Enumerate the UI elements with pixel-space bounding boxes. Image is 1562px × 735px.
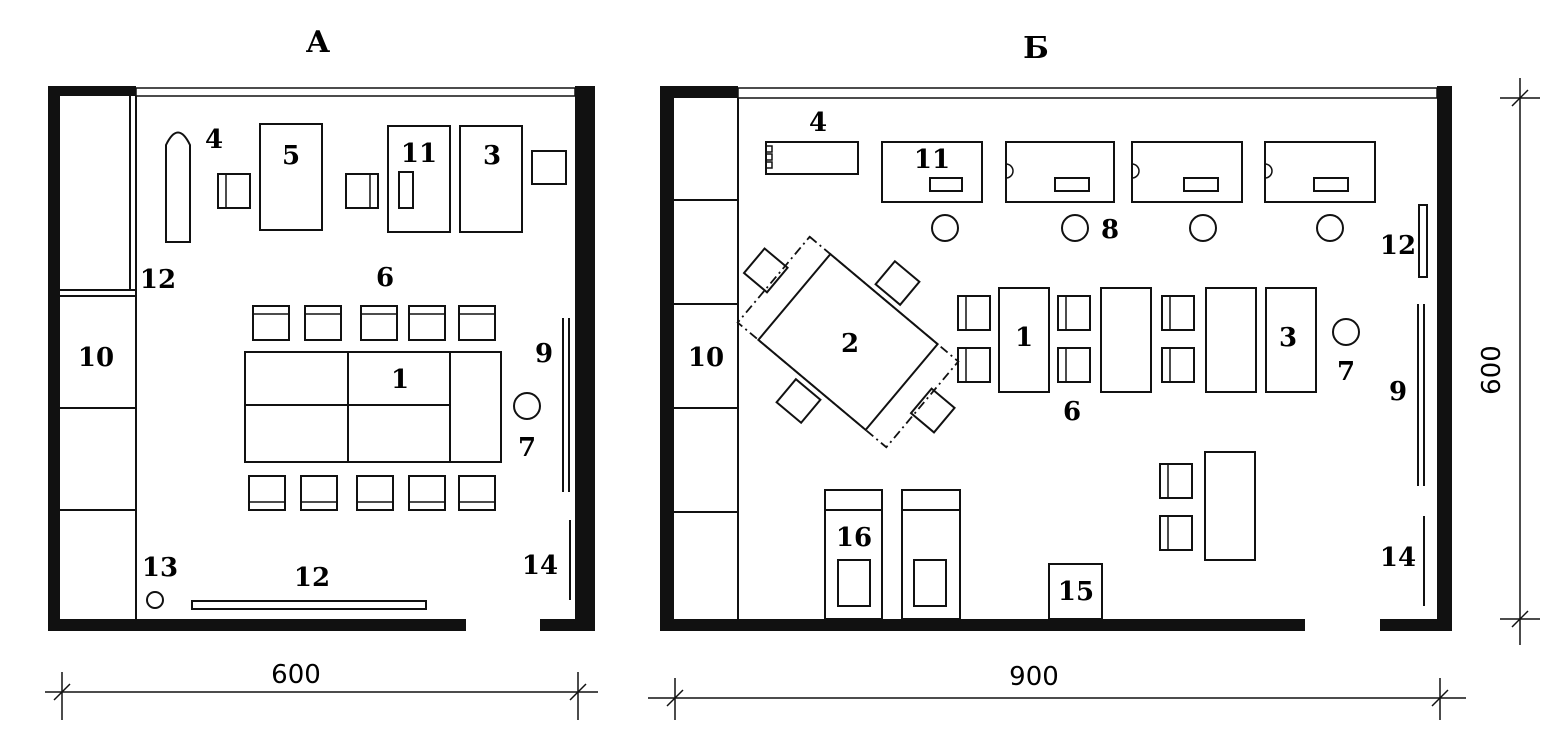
plan-a-item-5 xyxy=(259,123,323,231)
plan-b-label-12: 12 xyxy=(1380,231,1416,261)
plan-b-workstation xyxy=(1264,141,1376,203)
plan-a-label-9: 9 xyxy=(535,339,553,369)
plan-b-label-14: 14 xyxy=(1380,543,1416,573)
plan-a-label-1: 1 xyxy=(391,365,409,395)
plan-a-chair xyxy=(531,150,567,185)
plan-b-title: Б xyxy=(1023,31,1049,66)
plan-b-item-15 xyxy=(1048,563,1103,620)
plan-a-width-dimension: 600 xyxy=(45,660,598,720)
plan-a-table-1 xyxy=(244,351,502,463)
plan-a-chair xyxy=(217,173,251,209)
plan-b-width-label: 900 xyxy=(1009,662,1059,692)
plan-a-item-4 xyxy=(165,131,191,243)
plan-b-table-2 xyxy=(736,235,960,449)
plan-b-workstation xyxy=(1131,141,1243,203)
plan-b-top-furniture xyxy=(765,141,1376,242)
plan-a-walls xyxy=(48,86,595,631)
plan-a-item-3 xyxy=(459,125,523,233)
plan-a-label-12-bottom: 12 xyxy=(294,563,330,593)
plan-b-tables-row xyxy=(957,287,1360,393)
plan-b-label-11: 11 xyxy=(914,145,950,175)
plan-b-label-10: 10 xyxy=(688,343,724,373)
plan-b-wall-fixtures xyxy=(1417,204,1428,606)
plan-b-item-7 xyxy=(1332,318,1360,346)
plan-b-cabinet-column xyxy=(674,98,739,619)
plan-a-cabinet-column xyxy=(60,96,137,619)
plan-a-item-7 xyxy=(513,392,541,420)
plan-a-label-6: 6 xyxy=(376,263,394,293)
plan-b-label-7: 7 xyxy=(1337,357,1355,387)
plan-b-item-8 xyxy=(1061,214,1089,242)
plan-a-title: А xyxy=(306,25,331,60)
plan-a-label-4: 4 xyxy=(205,125,223,155)
plan-b-label-1: 1 xyxy=(1015,323,1033,353)
plan-b-label-9: 9 xyxy=(1389,377,1407,407)
plan-b-item-12 xyxy=(1418,204,1428,278)
plan-b-label-8: 8 xyxy=(1101,215,1119,245)
plan-b: Б xyxy=(648,31,1540,720)
plan-a-label-3: 3 xyxy=(483,141,501,171)
plan-b-label-6: 6 xyxy=(1063,397,1081,427)
plan-a-width-label: 600 xyxy=(271,660,321,690)
plan-b-height-dimension: 600 xyxy=(1477,78,1540,645)
plan-b-table-3 xyxy=(1265,287,1317,393)
plan-b-label-15: 15 xyxy=(1058,577,1094,607)
plan-a-label-11: 11 xyxy=(401,139,437,169)
plan-a-label-14: 14 xyxy=(522,551,558,581)
plan-a-item-12-bottom xyxy=(191,600,427,610)
plan-a-label-13: 13 xyxy=(142,553,178,583)
plan-b-height-label: 600 xyxy=(1477,345,1507,395)
plan-a-item-11 xyxy=(387,125,451,233)
plan-b-label-3: 3 xyxy=(1279,323,1297,353)
plan-b-label-4: 4 xyxy=(809,108,827,138)
plan-a-label-5: 5 xyxy=(282,141,300,171)
plan-a-top-furniture xyxy=(165,123,567,243)
plan-a-label-7: 7 xyxy=(518,433,536,463)
plan-b-workstation xyxy=(1005,141,1115,203)
plan-b-table-1 xyxy=(998,287,1050,393)
plan-b-lower-table xyxy=(1159,451,1256,561)
plan-a-label-12-top: 12 xyxy=(140,265,176,295)
plan-b-label-2: 2 xyxy=(841,329,859,359)
plan-a-label-10: 10 xyxy=(78,343,114,373)
plan-b-walls xyxy=(660,86,1452,631)
plan-a-chairs xyxy=(248,305,496,511)
plan-a: А xyxy=(45,25,598,720)
plan-b-item-11 xyxy=(881,141,983,203)
plan-b-beds-16 xyxy=(824,489,961,620)
plan-a-board-9 xyxy=(562,318,570,492)
plan-b-label-16: 16 xyxy=(836,523,872,553)
plan-a-item-13 xyxy=(146,591,164,609)
plan-a-chair xyxy=(345,173,379,209)
plan-b-item-4 xyxy=(765,141,859,175)
plan-b-width-dimension: 900 xyxy=(648,662,1466,720)
